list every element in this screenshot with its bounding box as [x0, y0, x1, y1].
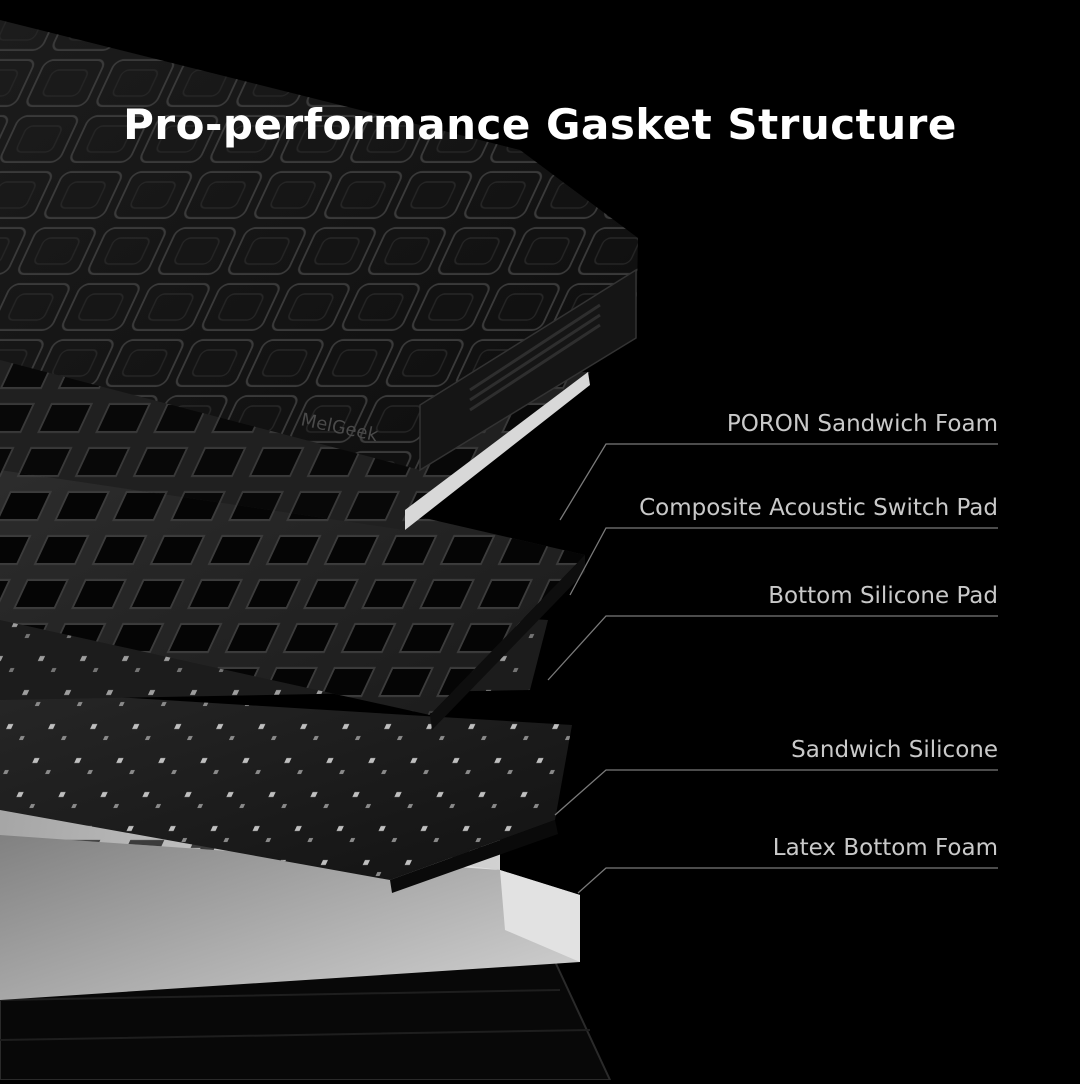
sandwich-silicone-layer — [0, 690, 572, 893]
leader-switch-pad — [569, 527, 998, 596]
label-latex-bottom-foam: Latex Bottom Foam — [772, 835, 998, 861]
label-bottom-silicone-pad: Bottom Silicone Pad — [768, 583, 998, 609]
label-composite-acoustic-switch-pad: Composite Acoustic Switch Pad — [639, 495, 998, 521]
leader-poron — [559, 443, 998, 521]
callout-leaders — [547, 443, 998, 894]
page-title: Pro-performance Gasket Structure — [123, 100, 957, 149]
top-case-with-keycaps: MelGeek — [0, 20, 638, 472]
leader-bottom-silicone — [547, 615, 998, 681]
label-sandwich-silicone: Sandwich Silicone — [791, 737, 998, 763]
leader-latex-foam — [577, 867, 998, 894]
leader-sandwich-silicone — [554, 769, 998, 816]
composite-acoustic-switch-pad-layer — [0, 420, 585, 730]
label-poron-sandwich-foam: PORON Sandwich Foam — [726, 411, 998, 437]
